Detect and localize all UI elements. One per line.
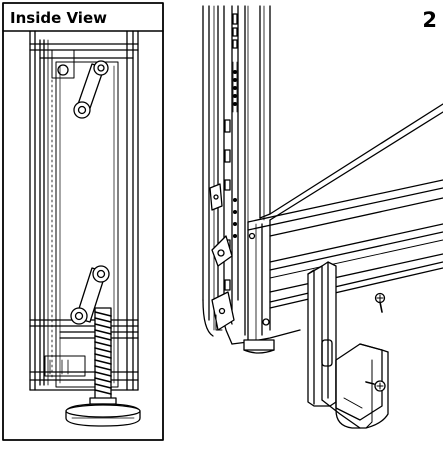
bracket-icon bbox=[307, 261, 389, 429]
glass-panel bbox=[259, 5, 443, 221]
inset-frame-rails bbox=[29, 30, 139, 391]
inside-view-panel bbox=[2, 2, 164, 441]
step-number: 2 bbox=[422, 8, 437, 32]
main-view bbox=[202, 5, 443, 429]
screw-icon bbox=[365, 292, 386, 392]
leveling-foot-icon bbox=[65, 307, 141, 427]
inset-bottom-hinge bbox=[70, 265, 110, 325]
inset-top-hinge bbox=[51, 49, 109, 119]
post-hinge-parts bbox=[209, 183, 235, 331]
bottom-rail bbox=[231, 179, 443, 354]
inset-lower-details bbox=[44, 355, 86, 377]
inset-title: Inside View bbox=[10, 9, 107, 27]
